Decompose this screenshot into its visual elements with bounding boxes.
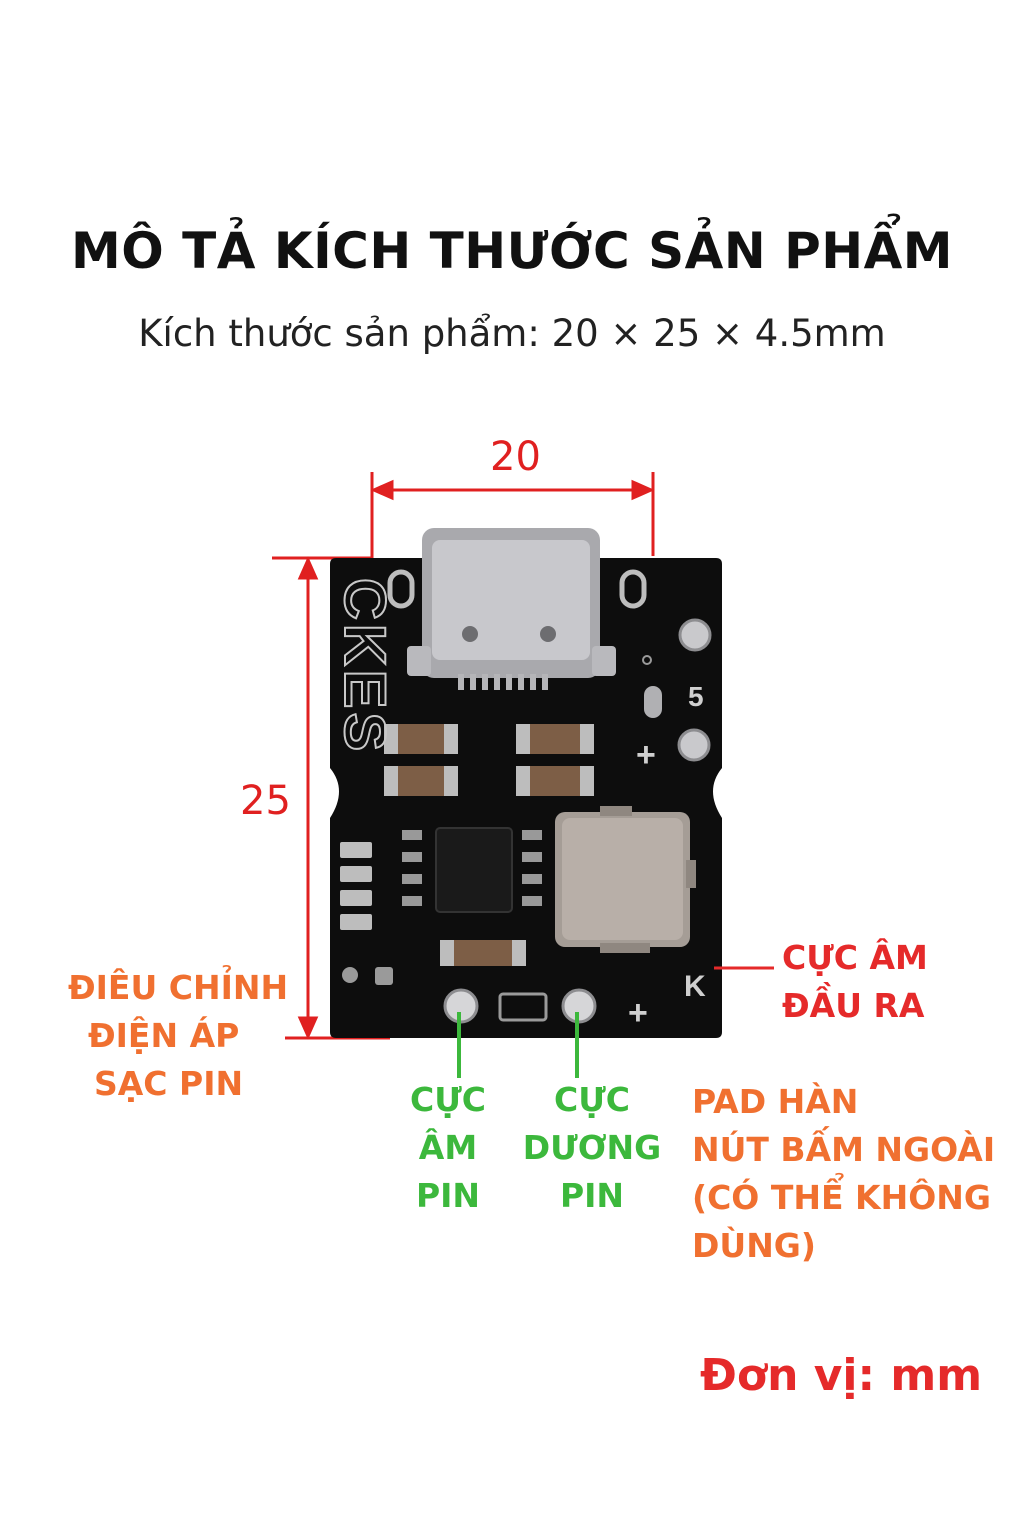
unit-label: Đơn vị: mm [700,1350,983,1401]
slot-right [619,569,647,609]
adjust-pad-2 [375,967,393,985]
page-subtitle: Kích thước sản phẩm: 20 × 25 × 4.5mm [138,312,886,355]
width-value: 20 [490,434,541,480]
output-pad-top [678,618,712,652]
resistors [340,842,372,930]
width-dimension [370,472,655,560]
usb-c-connector [407,528,616,678]
board-plus-bottom: + [628,994,648,1032]
usb-pins [458,674,548,690]
label-battery-negative: CỰC ÂM PIN [409,1080,486,1215]
capacitors [384,724,594,966]
button-pad [498,992,548,1022]
board-plus-top: + [636,736,656,774]
label-adjust-voltage: ĐIÊU CHỈNH ĐIỆN ÁP SẠC PIN [68,968,289,1103]
output-pad-plus [677,728,711,762]
inductor [555,806,696,953]
board-label-k: K [684,970,706,1003]
ic-chip [402,827,542,913]
label-output-negative: CỰC ÂM ĐẦU RA [782,938,928,1025]
small-pad [644,686,662,718]
page-title: MÔ TẢ KÍCH THƯỚC SẢN PHẨM [70,222,954,280]
label-button-pad: PAD HÀN NÚT BẤM NGOÀI (CÓ THỂ KHÔNG DÙNG… [692,1082,996,1265]
adjust-pad-1 [342,967,358,983]
slot-left [387,569,415,609]
board-label-5: 5 [688,681,704,712]
brand-text: CKES [332,578,397,755]
label-battery-positive: CỰC DƯƠNG PIN [522,1080,662,1215]
height-value: 25 [240,778,291,824]
